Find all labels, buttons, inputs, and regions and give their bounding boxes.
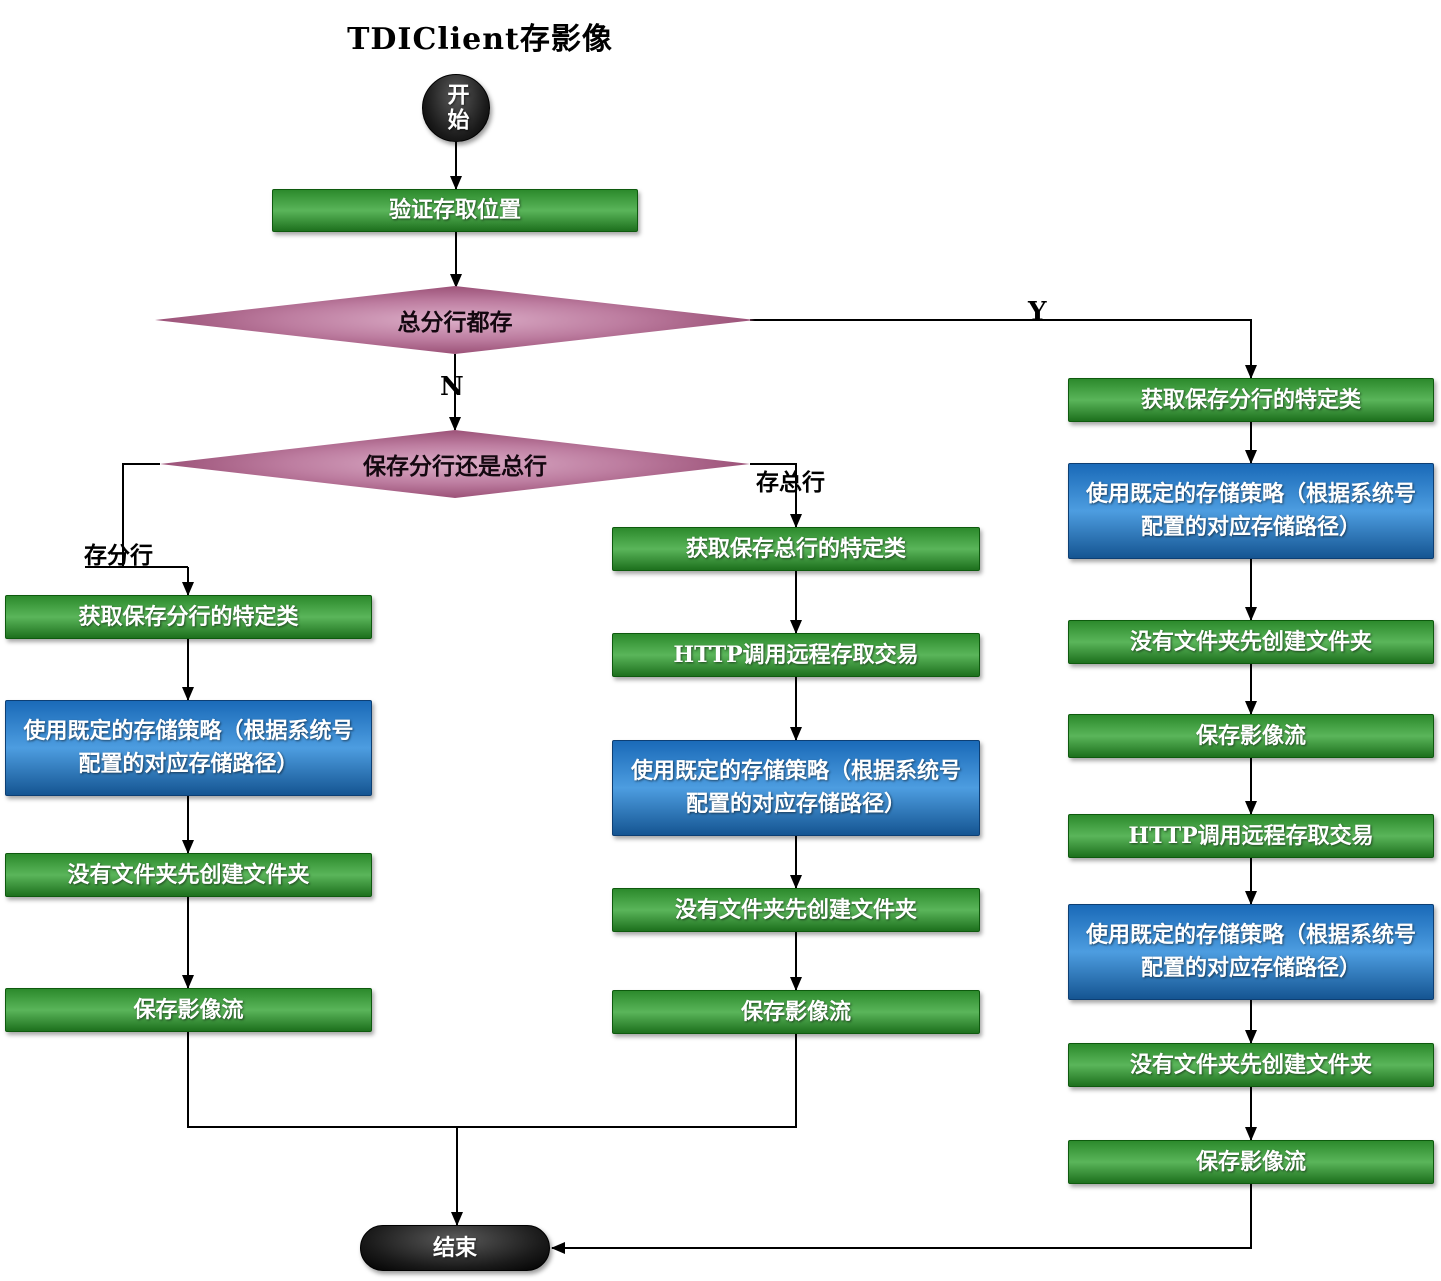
edge-label-no: N (440, 372, 464, 402)
left-get-branch-class-box: 获取保存分行的特定类 (5, 595, 372, 639)
right-save-image-stream-box-1: 保存影像流 (1068, 714, 1434, 758)
right-create-folder-box-2: 没有文件夹先创建文件夹 (1068, 1043, 1434, 1087)
right-storage-strategy-box-1: 使用既定的存储策略（根据系统号配置的对应存储路径） (1068, 463, 1434, 559)
middle-save-image-stream-box: 保存影像流 (612, 990, 980, 1034)
right-create-folder-box-1: 没有文件夹先创建文件夹 (1068, 620, 1434, 664)
right-http-remote-call-box: HTTP调用远程存取交易 (1068, 814, 1434, 858)
middle-create-folder-box: 没有文件夹先创建文件夹 (612, 888, 980, 932)
middle-get-head-office-class-box: 获取保存总行的特定类 (612, 527, 980, 571)
end-terminator: 结束 (360, 1225, 550, 1271)
right-storage-strategy-box-2: 使用既定的存储策略（根据系统号配置的对应存储路径） (1068, 904, 1434, 1000)
left-storage-strategy-box: 使用既定的存储策略（根据系统号配置的对应存储路径） (5, 700, 372, 796)
diagram-title: TDIClient存影像 (347, 22, 613, 57)
decision-store-both-branches: 总分行都存 (155, 286, 755, 354)
middle-http-remote-call-box: HTTP调用远程存取交易 (612, 633, 980, 677)
left-save-image-stream-box: 保存影像流 (5, 988, 372, 1032)
middle-storage-strategy-box: 使用既定的存储策略（根据系统号配置的对应存储路径） (612, 740, 980, 836)
edge-label-yes: Y (1028, 297, 1047, 327)
decision-branch-or-head-office: 保存分行还是总行 (160, 430, 750, 498)
left-create-folder-box: 没有文件夹先创建文件夹 (5, 853, 372, 897)
right-save-image-stream-box-2: 保存影像流 (1068, 1140, 1434, 1184)
right-get-branch-class-box: 获取保存分行的特定类 (1068, 378, 1434, 422)
edge-label-head-office: 存总行 (756, 469, 825, 496)
verify-storage-location-box: 验证存取位置 (272, 189, 638, 232)
start-terminator: 开始 (422, 74, 490, 142)
edge-label-branch: 存分行 (84, 542, 153, 569)
